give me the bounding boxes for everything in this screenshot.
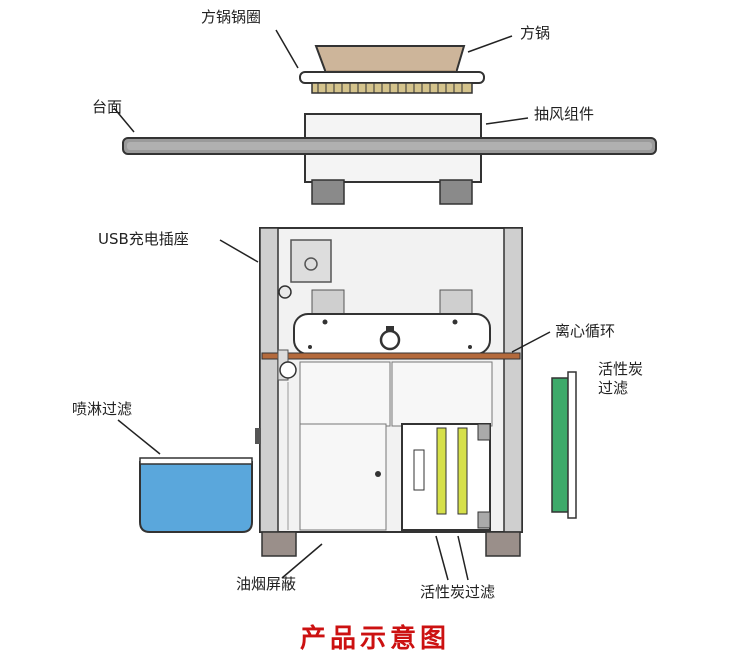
label-spray-filter: 喷淋过滤 [72,400,133,418]
label-activated-carbon-bottom: 活性炭过滤 [420,583,496,601]
lower-chamber [277,349,493,531]
label-square-pot: 方锅 [520,24,551,42]
spray-tank [139,457,253,533]
carbon-filter-side [551,371,577,519]
label-exhaust-assembly: 抽风组件 [534,105,595,123]
countertop [122,137,657,155]
label-countertop: 台面 [92,98,123,116]
label-oil-smoke-shield: 油烟屏蔽 [236,575,297,593]
exhaust-assembly [304,113,482,205]
carbon-filter-bottom [401,423,491,531]
label-centrifugal-circulation: 离心循环 [555,322,616,340]
divider-plate [261,352,521,360]
square-pot [314,45,466,74]
label-square-pot-ring: 方锅锅圈 [201,8,262,26]
label-activated-carbon-side: 活性炭过滤 [598,360,644,397]
pot-ring [299,71,485,94]
leader-lines [113,29,551,581]
label-usb-socket: USB充电插座 [98,230,189,248]
centrifugal-fan [293,313,491,355]
diagram-title: 产品示意图 [299,624,450,654]
usb-socket [278,239,332,299]
